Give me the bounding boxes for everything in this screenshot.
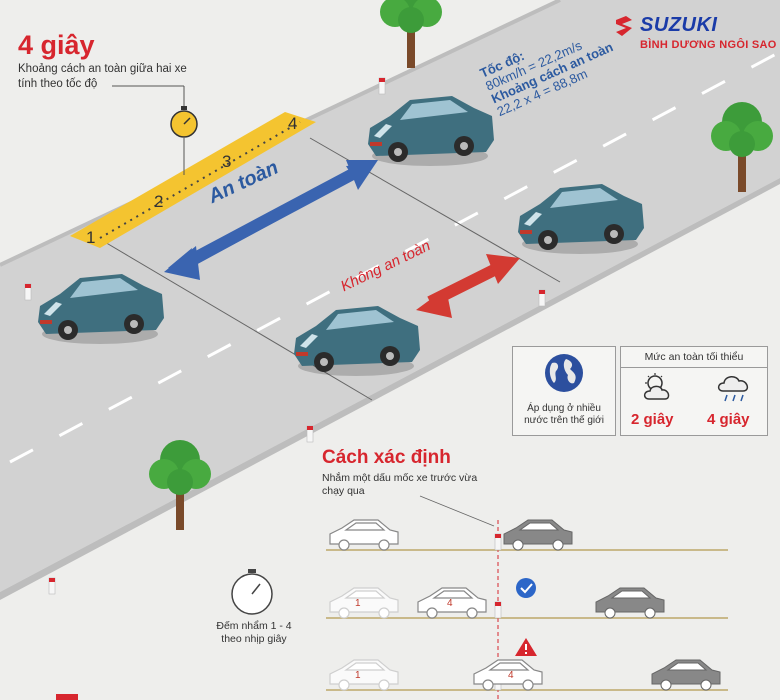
road-surface	[0, 0, 780, 592]
mini-car-front	[503, 519, 573, 551]
rain-cloud-icon	[717, 376, 749, 402]
ruler-mark: 3	[222, 152, 232, 171]
warning-icon	[515, 638, 537, 656]
ruler-mark: 2	[154, 192, 164, 211]
page-title: 4 giây	[18, 30, 95, 60]
dry-seconds: 2 giây	[631, 411, 674, 428]
min-safety-panel: Áp dụng ở nhiều nước trên thế giới Mức a…	[512, 346, 768, 436]
page-subtitle: Khoảng cách an toàn giữa hai xe tính the…	[18, 63, 187, 90]
globe-icon	[545, 354, 583, 392]
unsafe-arrow	[416, 254, 520, 318]
ruler-mark: 1	[86, 228, 96, 247]
stopwatch-icon	[170, 106, 198, 138]
mini-car-label: 1	[355, 598, 361, 609]
rain-seconds: 4 giây	[707, 411, 750, 428]
check-icon	[516, 578, 536, 598]
min-safety-box: Mức an toàn tối thiểu 2 giây 4 giây	[620, 346, 768, 436]
method-title: Cách xác định	[322, 447, 451, 468]
mini-car-label: 4	[447, 598, 453, 609]
ruler-mark: 4	[288, 114, 298, 133]
apply-text: Áp dụng ở nhiều nước trên thế giới	[524, 403, 604, 426]
safe-arrow	[164, 160, 378, 280]
suzuki-s-icon	[616, 16, 632, 36]
mini-car-label: 4	[508, 670, 514, 681]
brand-name: SUZUKI	[640, 14, 718, 36]
method-subtitle: Nhắm một dấu mốc xe trước vừa chạy qua	[322, 472, 478, 497]
seconds-ruler	[70, 112, 316, 248]
min-safety-header: Mức an toàn tối thiểu	[621, 347, 767, 368]
count-instruction: Đếm nhẩm 1 - 4 theo nhịp giây	[216, 620, 292, 645]
sunny-cloud-icon	[643, 373, 670, 400]
tree-icon	[380, 0, 442, 68]
clock-icon	[231, 569, 273, 615]
mini-car-rear	[329, 519, 399, 551]
brand-dealer: BÌNH DƯƠNG NGÔI SAO	[640, 39, 777, 51]
bottom-marker	[56, 694, 78, 700]
mini-car-label: 1	[355, 670, 361, 681]
apply-box: Áp dụng ở nhiều nước trên thế giới	[512, 346, 616, 436]
brand-logo: SUZUKI BÌNH DƯƠNG NGÔI SAO	[640, 14, 777, 51]
